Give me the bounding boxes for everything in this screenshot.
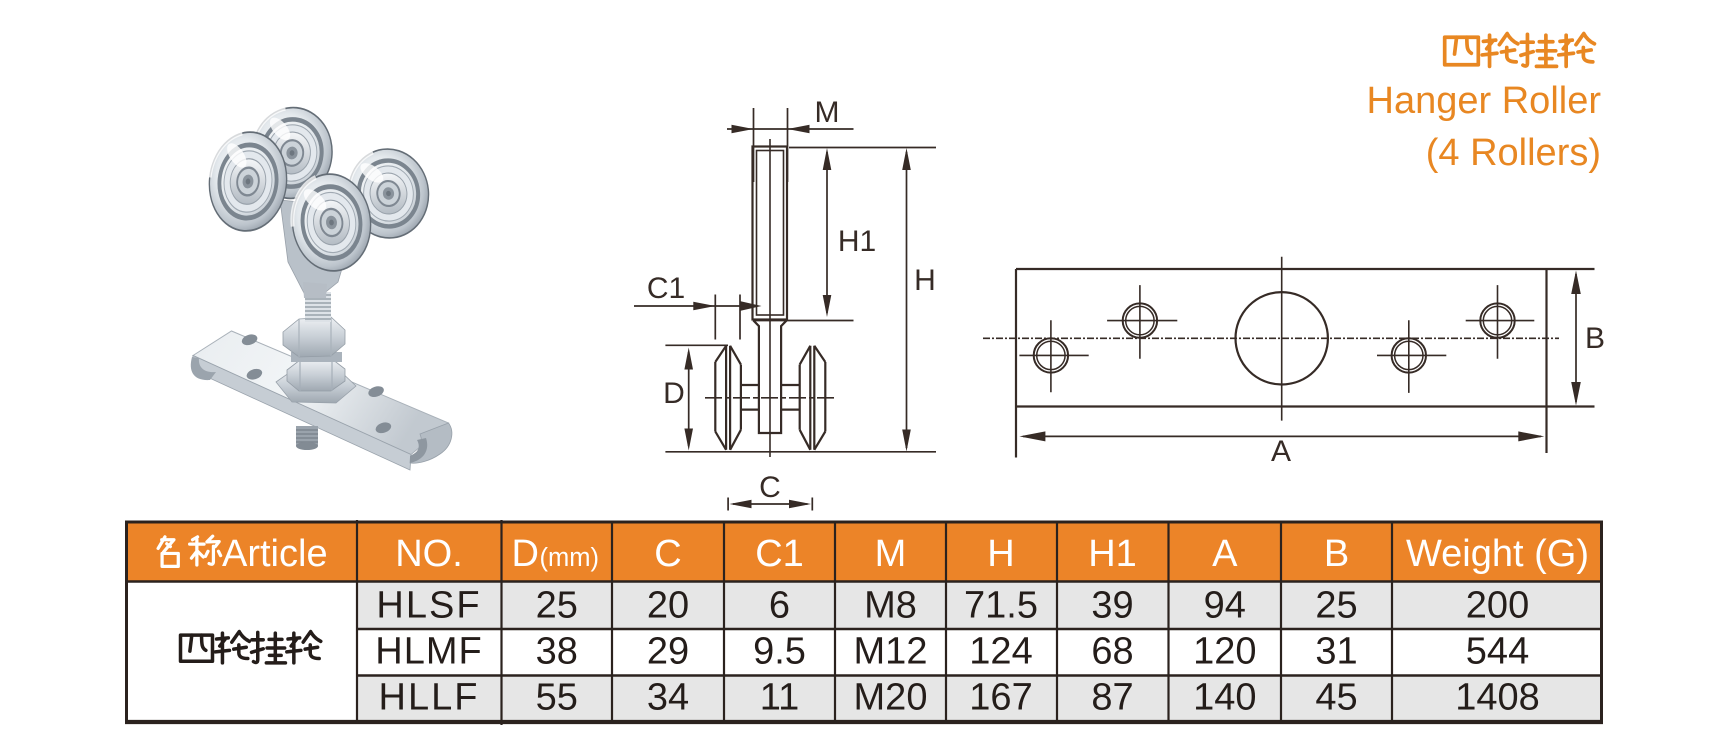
svg-text:B: B — [1324, 533, 1349, 575]
svg-text:H1: H1 — [838, 225, 876, 258]
svg-text:1408: 1408 — [1455, 677, 1540, 719]
svg-text:HLMF: HLMF — [375, 631, 482, 673]
svg-text:M: M — [815, 96, 840, 129]
svg-text:68: 68 — [1091, 631, 1133, 673]
svg-text:B: B — [1585, 322, 1605, 355]
svg-text:45: 45 — [1315, 677, 1357, 719]
svg-text:120: 120 — [1193, 631, 1256, 673]
svg-text:D: D — [512, 533, 539, 575]
svg-text:71.5: 71.5 — [964, 585, 1038, 627]
svg-text:25: 25 — [1315, 585, 1357, 627]
svg-text:34: 34 — [647, 677, 689, 719]
svg-text:HLLF: HLLF — [379, 677, 480, 719]
svg-text:(mm): (mm) — [540, 544, 599, 572]
svg-text:Hanger Roller: Hanger Roller — [1367, 80, 1602, 122]
svg-text:55: 55 — [536, 677, 578, 719]
svg-text:NO.: NO. — [395, 533, 463, 575]
svg-text:25: 25 — [536, 585, 578, 627]
svg-text:A: A — [1212, 533, 1238, 575]
svg-text:Article: Article — [222, 533, 328, 575]
svg-text:HLSF: HLSF — [376, 585, 481, 627]
svg-text:544: 544 — [1466, 631, 1529, 673]
svg-text:29: 29 — [647, 631, 689, 673]
svg-text:87: 87 — [1091, 677, 1133, 719]
svg-text:M: M — [875, 533, 907, 575]
svg-text:Weight (G): Weight (G) — [1406, 533, 1589, 575]
svg-text:M8: M8 — [864, 585, 917, 627]
svg-text:(4 Rollers): (4 Rollers) — [1426, 132, 1601, 174]
svg-text:H: H — [914, 264, 936, 297]
svg-text:39: 39 — [1091, 585, 1133, 627]
svg-text:140: 140 — [1193, 677, 1256, 719]
svg-text:31: 31 — [1315, 631, 1357, 673]
svg-text:A: A — [1271, 435, 1291, 468]
svg-text:6: 6 — [769, 585, 790, 627]
svg-text:20: 20 — [647, 585, 689, 627]
svg-text:9.5: 9.5 — [753, 631, 806, 673]
svg-text:C1: C1 — [755, 533, 804, 575]
svg-text:C: C — [759, 471, 781, 504]
svg-text:94: 94 — [1204, 585, 1246, 627]
svg-text:167: 167 — [969, 677, 1032, 719]
svg-text:11: 11 — [760, 677, 799, 719]
svg-text:H1: H1 — [1088, 533, 1137, 575]
svg-text:124: 124 — [969, 631, 1032, 673]
svg-text:C: C — [654, 533, 681, 575]
svg-text:H: H — [987, 533, 1014, 575]
svg-text:M20: M20 — [854, 677, 928, 719]
svg-text:M12: M12 — [854, 631, 928, 673]
svg-text:D: D — [663, 377, 685, 410]
svg-text:C1: C1 — [647, 272, 685, 305]
svg-text:200: 200 — [1466, 585, 1529, 627]
svg-text:38: 38 — [536, 631, 578, 673]
